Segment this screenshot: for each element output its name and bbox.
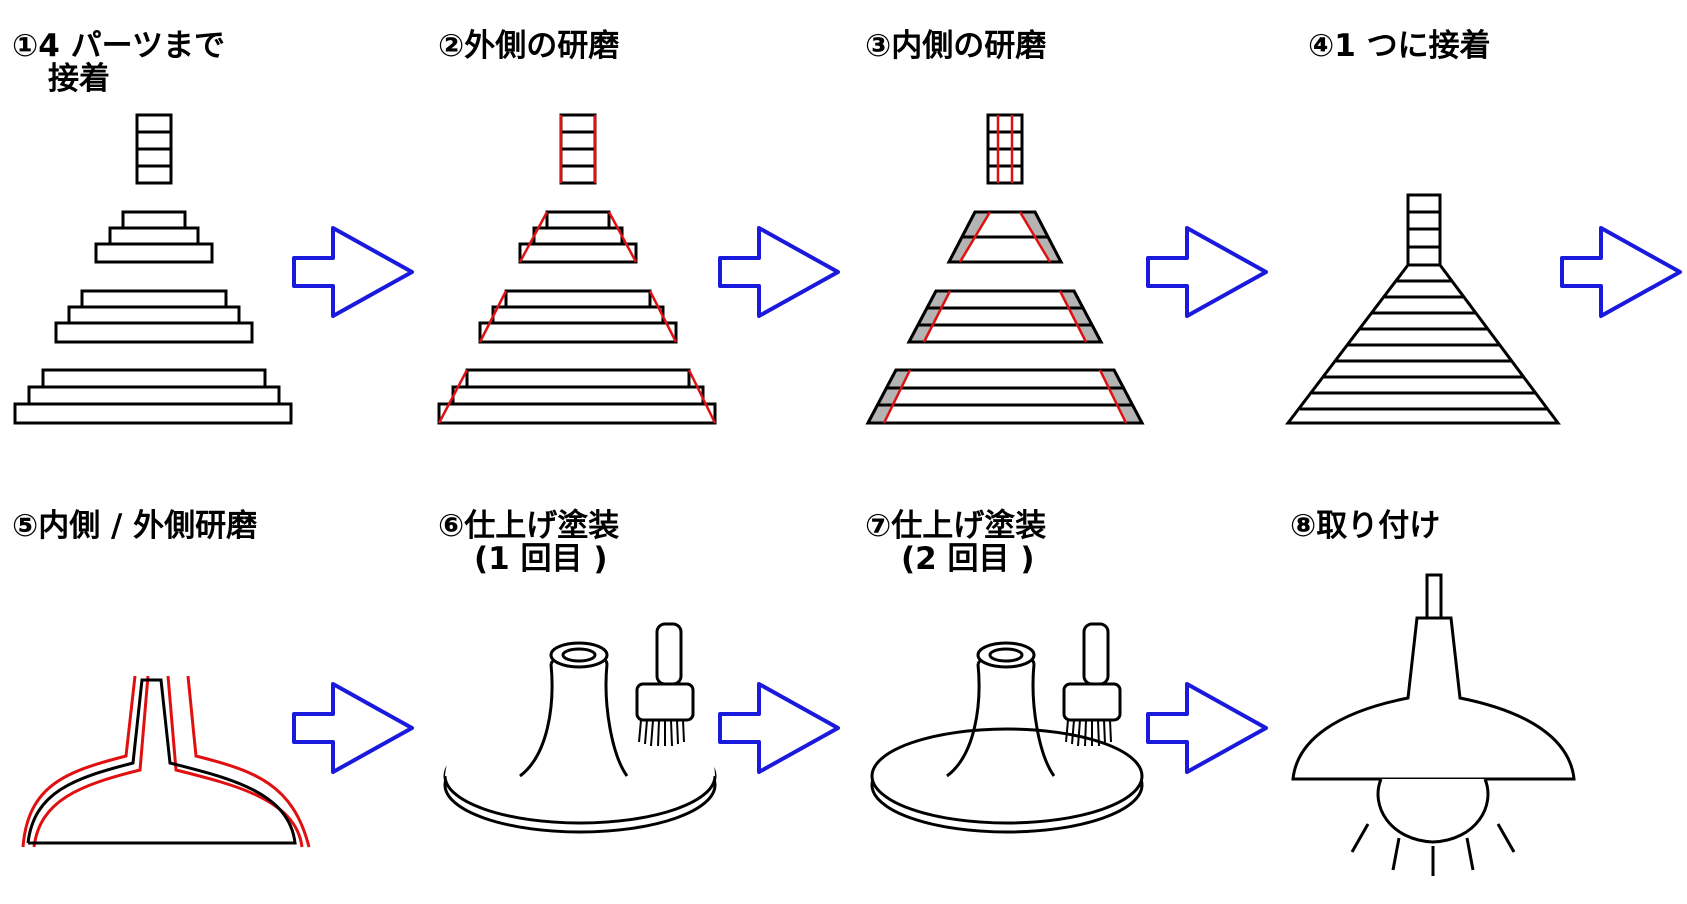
step-3-title-line1: ③内側の研磨 — [865, 28, 1047, 64]
inner-profile-cut — [32, 675, 304, 848]
arrow-icon-step4-to-step5 — [1560, 226, 1682, 318]
step-1-title-line1: ①4 パーツまで — [12, 28, 225, 64]
step-1-parts-illustration — [13, 113, 293, 425]
step-5-title: ⑤内側 / 外側研磨 — [12, 510, 257, 543]
step-3-inner-polish-illustration — [865, 113, 1145, 425]
bottom-tier-part — [13, 368, 293, 425]
step-4-title: ④1 つに接着 — [1308, 30, 1491, 63]
step-4-glued-illustration — [1284, 193, 1561, 425]
arrow-icon-step6-to-step7 — [718, 682, 840, 774]
lamp-shade — [1291, 616, 1576, 781]
arrow-icon-step7-to-step8 — [1146, 682, 1268, 774]
step-6-title: ⑥仕上げ塗装 (1 回目 ) — [438, 510, 619, 575]
step-7-title-line2: (2 回目 ) — [901, 540, 1035, 577]
step-1-title-line2: 接着 — [48, 60, 110, 97]
step-6-painting-illustration — [443, 622, 717, 834]
step-5-polish-profile-illustration — [21, 675, 311, 848]
cord — [1425, 573, 1443, 620]
step-7-title: ⑦仕上げ塗装 (2 回目 ) — [865, 510, 1046, 575]
neck-part — [135, 113, 173, 185]
step-6-title-line2: (1 回目 ) — [474, 540, 608, 577]
brush-icon — [1062, 622, 1122, 747]
shade-body — [870, 641, 1144, 834]
step-2-title-line1: ②外側の研磨 — [438, 28, 620, 64]
shade-body — [443, 641, 717, 834]
arrow-icon-step2-to-step3 — [718, 226, 840, 318]
shade-profile — [26, 678, 297, 845]
inner-cut-lines — [882, 115, 1128, 424]
step-8-installed-lamp-illustration — [1291, 573, 1576, 876]
step-3-title: ③内側の研磨 — [865, 30, 1046, 63]
arrow-icon-step5-to-step6 — [292, 682, 414, 774]
step-2-outer-polish-illustration — [437, 113, 717, 425]
step-7-painting-illustration — [870, 622, 1144, 834]
top-tier-part — [94, 210, 214, 264]
outer-profile-cut — [21, 675, 311, 848]
light-rays-icon — [1350, 823, 1516, 876]
bulb-icon — [1376, 778, 1490, 844]
step-4-title-line1: ④1 つに接着 — [1308, 28, 1491, 64]
arrow-icon-step1-to-step2 — [292, 226, 414, 318]
step-7-title-line1: ⑦仕上げ塗装 — [865, 508, 1047, 544]
brush-icon — [635, 622, 695, 747]
arrow-icon-step3-to-step4 — [1146, 226, 1268, 318]
step-8-title-line1: ⑧取り付け — [1290, 508, 1441, 544]
outer-cut-lines — [437, 115, 717, 424]
step-2-title: ②外側の研磨 — [438, 30, 619, 63]
middle-tier-part — [54, 289, 254, 344]
step-1-title: ①4 パーツまで 接着 — [12, 30, 225, 95]
step-8-title: ⑧取り付け — [1290, 510, 1440, 543]
step-6-title-line1: ⑥仕上げ塗装 — [438, 508, 620, 544]
step-5-title-line1: ⑤内側 / 外側研磨 — [12, 508, 258, 544]
